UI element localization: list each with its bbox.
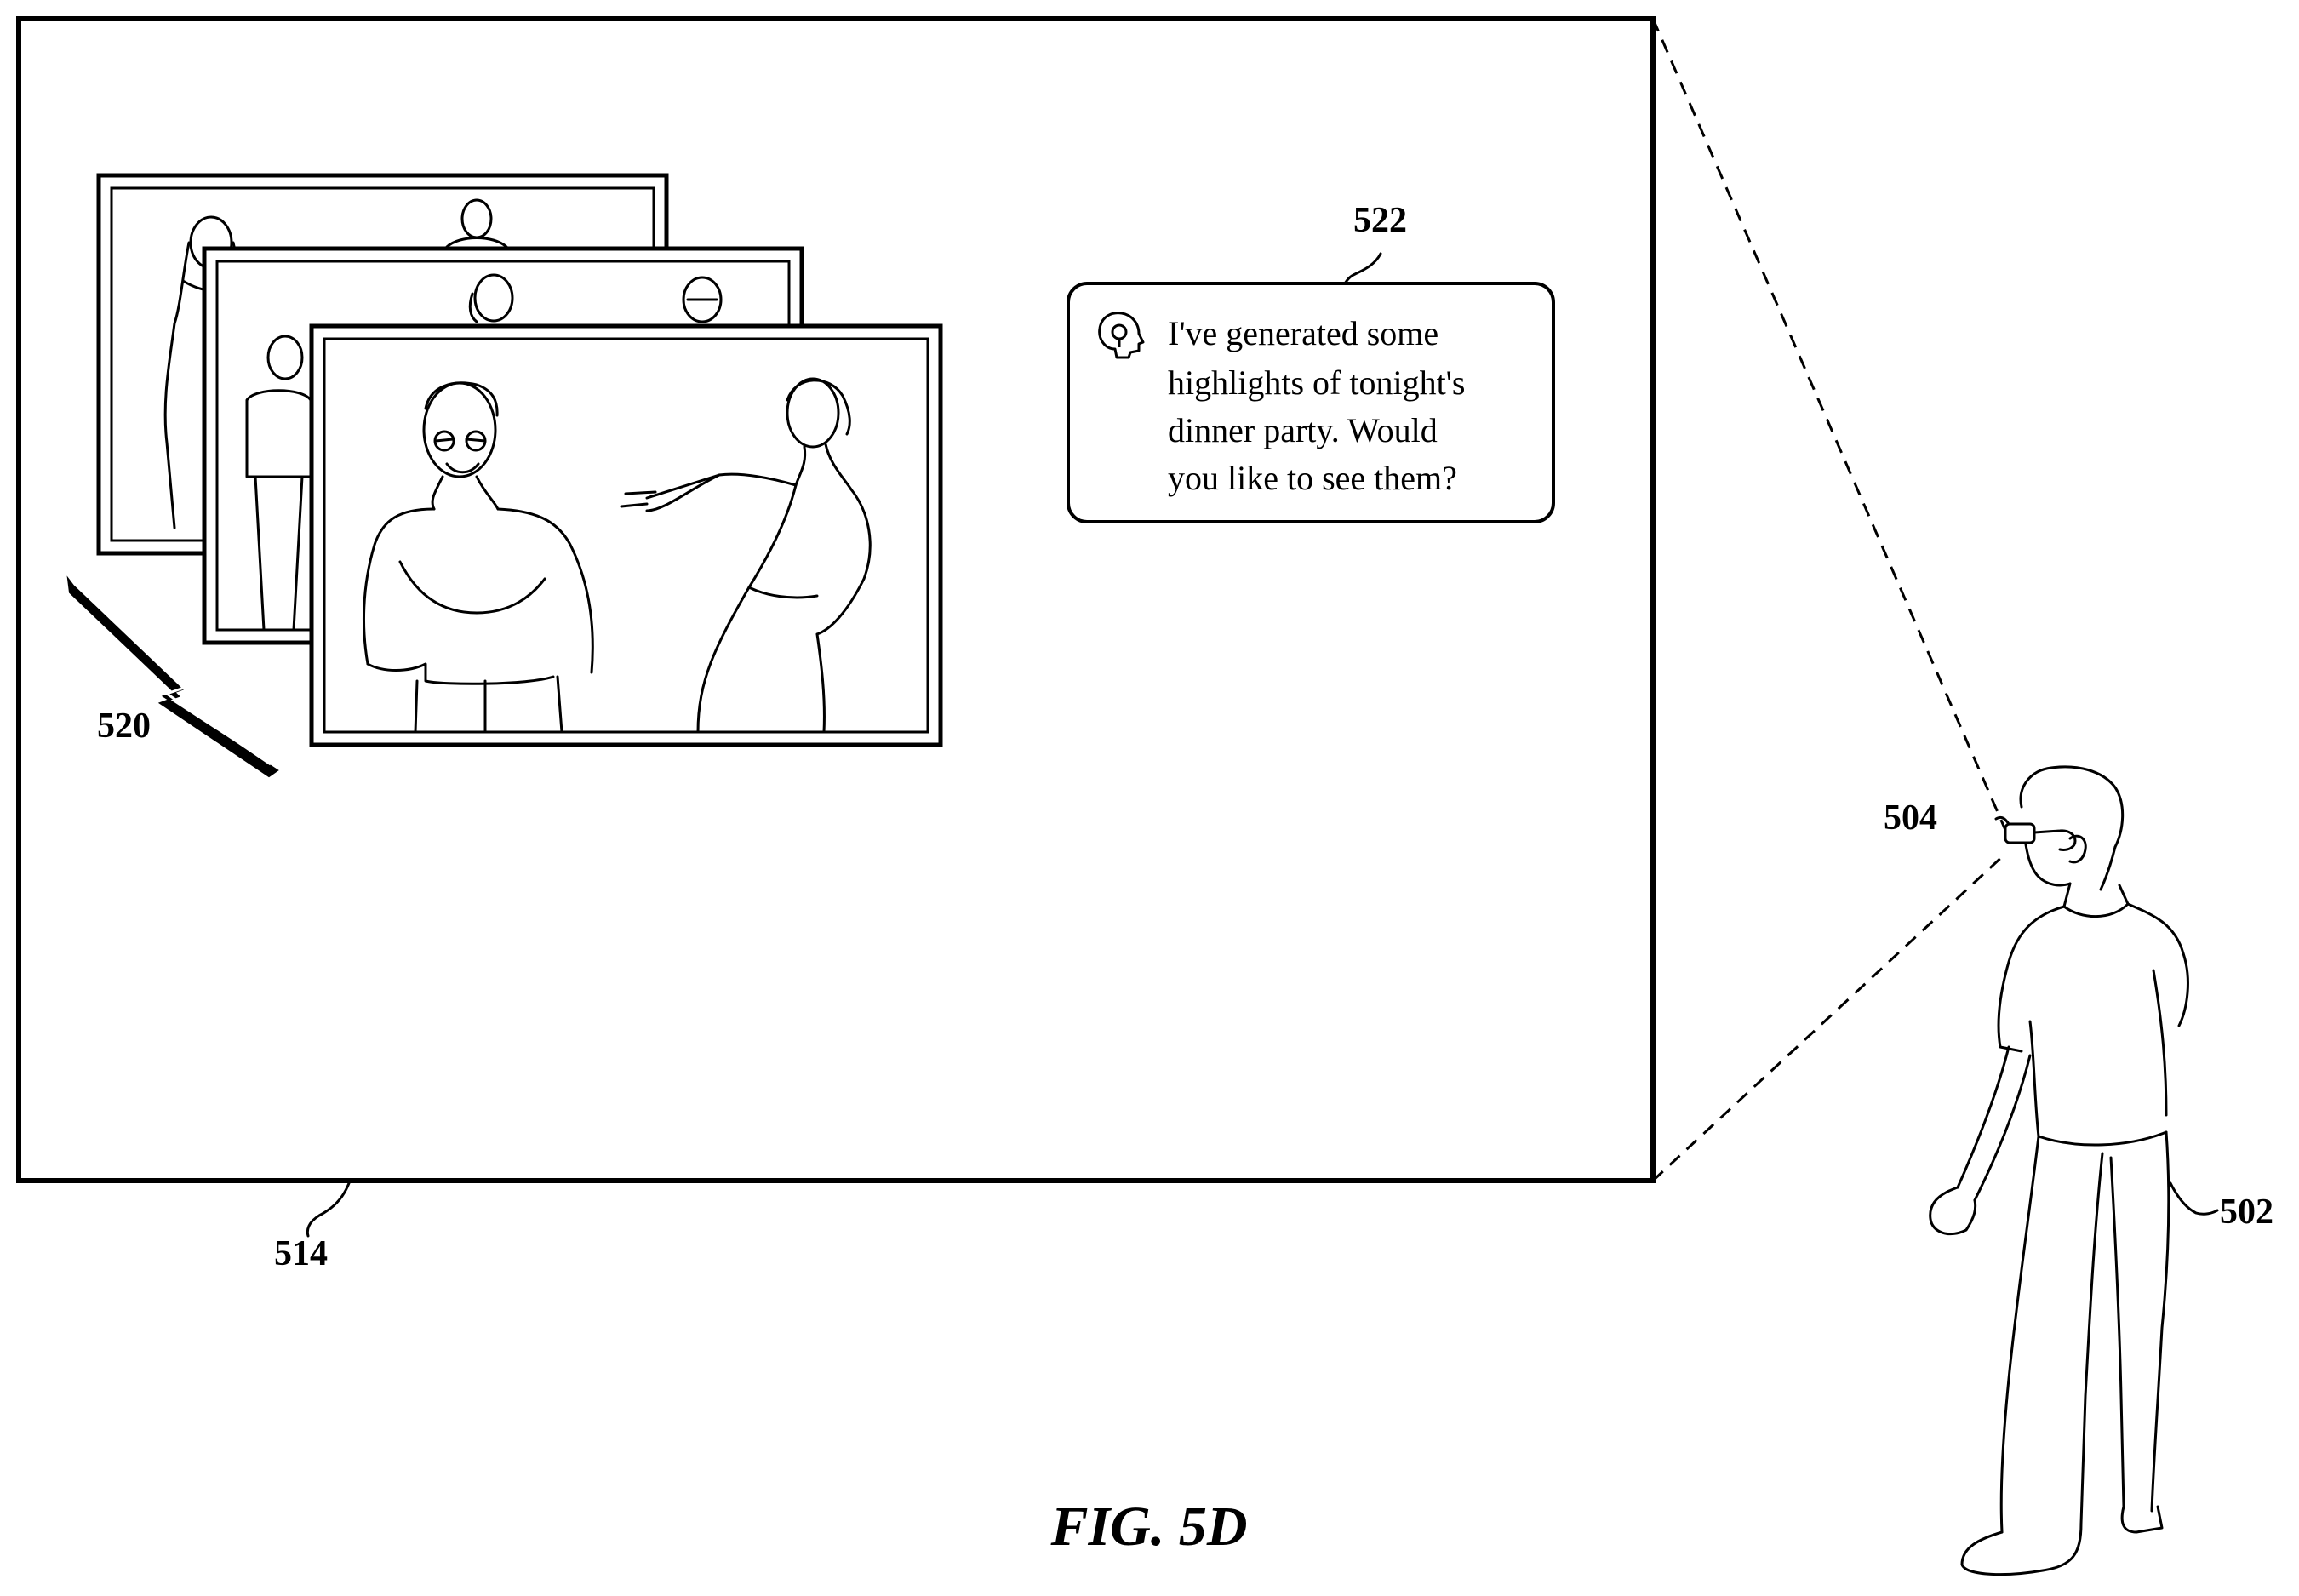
label-504: 504 bbox=[1884, 798, 1937, 838]
photo-frame-front bbox=[309, 323, 943, 747]
user-leader-line bbox=[2169, 1181, 2219, 1216]
device-glasses bbox=[2004, 822, 2077, 851]
assistant-message-text: I've generated some highlights of tonigh… bbox=[1168, 314, 1465, 497]
device-leader-line bbox=[1994, 815, 2010, 826]
assistant-message-bubble bbox=[1067, 282, 1555, 523]
field-of-view-lines bbox=[1651, 18, 2007, 1182]
user-figure bbox=[1929, 765, 2189, 1576]
photo-back-man-figure bbox=[445, 198, 508, 249]
message-line-2: highlights of tonight's bbox=[1168, 363, 1465, 402]
photo-middle-man-figure bbox=[682, 276, 723, 323]
message-line-3: dinner party. Would bbox=[1168, 411, 1438, 449]
photo-middle-woman-figure bbox=[468, 273, 514, 323]
display-leader-line bbox=[306, 1181, 351, 1238]
label-514: 514 bbox=[274, 1234, 328, 1273]
message-line-1: I've generated some bbox=[1168, 314, 1438, 352]
label-520: 520 bbox=[97, 706, 151, 746]
label-522: 522 bbox=[1353, 201, 1407, 240]
message-line-4: you like to see them? bbox=[1168, 459, 1457, 497]
message-leader-line bbox=[1343, 252, 1382, 285]
photo-front-laughing-woman bbox=[620, 377, 872, 734]
photo-front-laughing-man bbox=[362, 381, 594, 734]
figure-caption: FIG. 5D bbox=[1049, 1496, 1247, 1558]
assistant-head-icon bbox=[1098, 312, 1145, 359]
photo-stack-reference-arrow bbox=[66, 575, 279, 778]
label-502: 502 bbox=[2220, 1193, 2273, 1232]
